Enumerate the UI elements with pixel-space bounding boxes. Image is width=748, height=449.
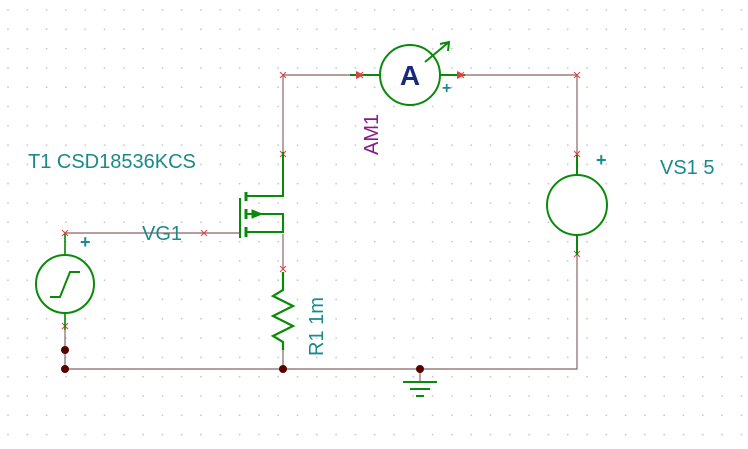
grid-dots <box>7 9 743 436</box>
ammeter-symbol: A <box>400 60 420 91</box>
ammeter-icon[interactable] <box>350 40 465 106</box>
resistor-icon[interactable] <box>270 272 296 350</box>
dc-voltage-source-icon[interactable] <box>546 155 608 255</box>
step-source-plus: + <box>80 232 91 252</box>
ground-icon[interactable] <box>403 381 437 397</box>
step-source-icon[interactable] <box>35 234 95 330</box>
junction-nodes <box>61 346 424 373</box>
wire-ammeter-to-supply[interactable] <box>440 74 578 155</box>
supply-label: VS1 5 <box>660 157 714 179</box>
ammeter-arrow-in <box>356 71 364 79</box>
mosfet-icon[interactable] <box>239 152 284 238</box>
wire-supply-to-ground[interactable] <box>65 255 578 370</box>
ammeter-label: AM1 <box>361 114 383 155</box>
gate-source-label: VG1 <box>142 223 182 245</box>
ammeter-arrow-out <box>457 71 465 79</box>
pin-markers <box>61 71 581 330</box>
supply-plus: + <box>596 150 607 170</box>
resistor-label: R1 1m <box>306 297 328 356</box>
transistor-label: T1 CSD18536KCS <box>28 151 196 173</box>
ammeter-plus: + <box>442 80 451 97</box>
